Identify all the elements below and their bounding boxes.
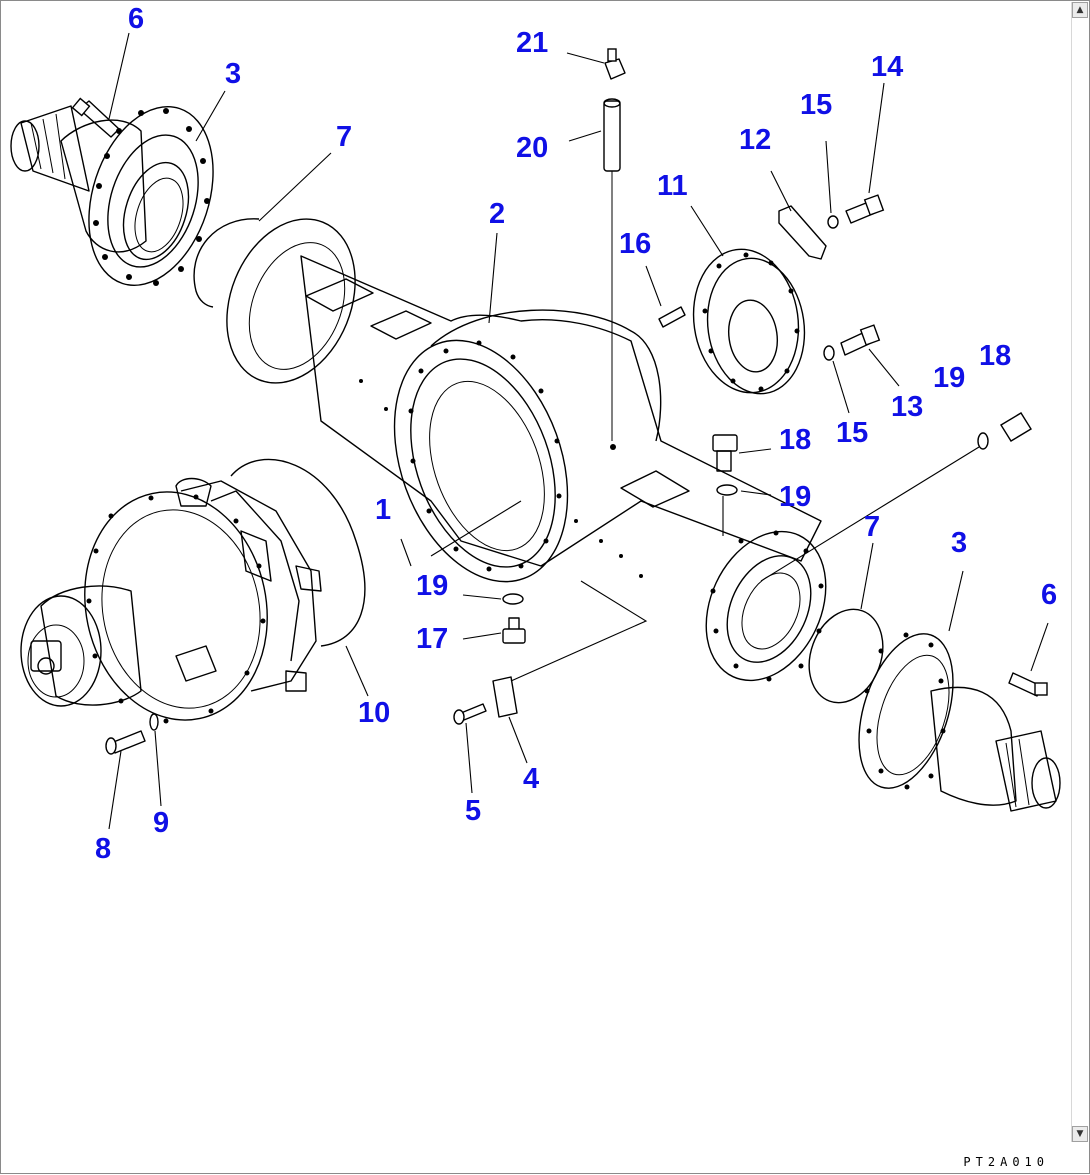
name-plate (492, 676, 518, 718)
callout-15-mid: 15 (836, 417, 868, 449)
callout-10: 10 (358, 697, 390, 729)
screw-5 (453, 703, 487, 725)
axle-housing (226, 218, 827, 682)
axle-shaft-housing-right (858, 632, 1061, 812)
dowel-pin (658, 306, 686, 328)
differential-assembly (20, 458, 366, 724)
lock-plate (778, 205, 827, 260)
washer-9 (149, 713, 159, 731)
axle-shaft-housing-left (10, 97, 214, 287)
diagram-reference-code: PT2A010 (963, 1155, 1049, 1169)
callout-9: 9 (153, 807, 169, 839)
bolt-14 (845, 194, 885, 224)
callout-19-mid: 19 (779, 481, 811, 513)
callout-14: 14 (871, 51, 903, 83)
callout-8: 8 (95, 833, 111, 865)
plug-17 (502, 617, 526, 644)
callout-18-mid: 18 (779, 424, 811, 456)
callout-4: 4 (523, 763, 539, 795)
washer-mid (823, 345, 835, 361)
drain-plug-18 (712, 434, 738, 472)
level-plug-18 (1000, 412, 1032, 442)
callout-3-right: 3 (951, 527, 967, 559)
o-ring-left (193, 218, 260, 308)
gasket-19-mid (716, 484, 738, 496)
bolt-8 (105, 730, 146, 755)
callout-7-right: 7 (864, 511, 880, 543)
callout-5: 5 (465, 795, 481, 827)
callout-6-top: 6 (128, 3, 144, 35)
callout-6-right: 6 (1041, 579, 1057, 611)
callout-12: 12 (739, 124, 771, 156)
callout-2: 2 (489, 198, 505, 230)
callout-7-top: 7 (336, 121, 352, 153)
callout-16: 16 (619, 228, 651, 260)
vertical-scrollbar[interactable]: ▲ ▼ (1071, 2, 1088, 1142)
o-ring-right (808, 608, 884, 704)
callout-11: 11 (657, 170, 688, 202)
callout-19-right: 19 (933, 362, 965, 394)
gasket-19-right (977, 432, 989, 450)
bolt-13 (840, 324, 881, 356)
gasket-19-lower (502, 593, 524, 605)
scroll-down-arrow-icon[interactable]: ▼ (1072, 1126, 1088, 1142)
callout-3-top: 3 (225, 58, 241, 90)
callout-18-right: 18 (979, 340, 1011, 372)
washer-top (827, 215, 839, 229)
breather-assembly (603, 48, 626, 441)
scroll-up-arrow-icon[interactable]: ▲ (1072, 2, 1088, 18)
callout-13: 13 (891, 391, 923, 423)
callout-15-top: 15 (800, 89, 832, 121)
callout-17: 17 (416, 623, 448, 655)
callout-labels: 6 3 7 21 20 2 16 11 12 15 14 13 15 19 18… (95, 3, 1057, 865)
rear-cover (692, 248, 806, 395)
callout-21: 21 (516, 27, 548, 59)
callout-20: 20 (516, 132, 548, 164)
callout-19-lower: 19 (416, 570, 448, 602)
leader-lines (108, 32, 1049, 830)
callout-1: 1 (375, 494, 391, 526)
